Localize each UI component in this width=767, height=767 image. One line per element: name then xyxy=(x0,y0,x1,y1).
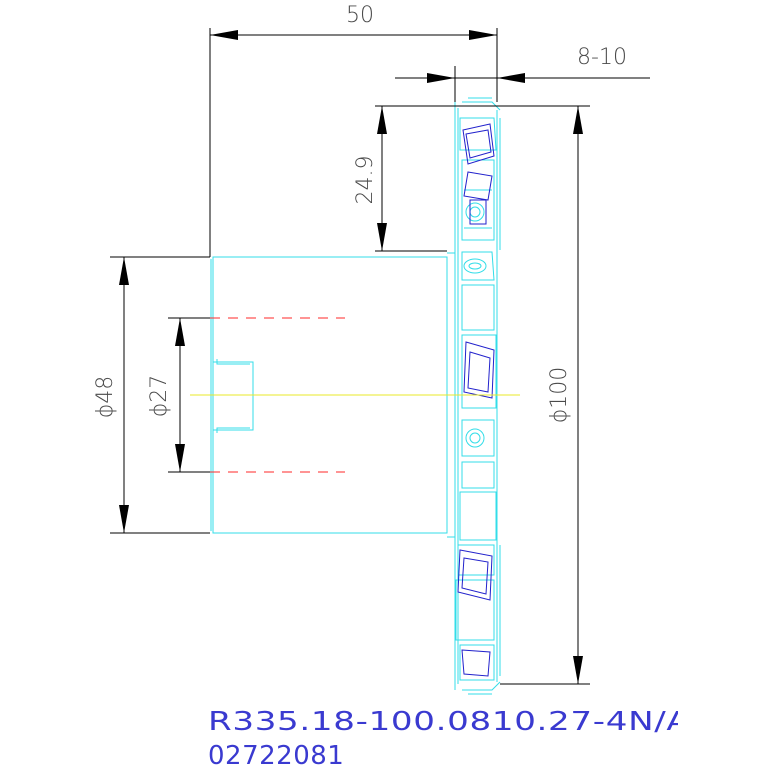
tool-designation: R335.18-100.0810.27-4N/ADJ xyxy=(208,707,728,737)
item-number: 02722081 xyxy=(208,741,344,767)
dimension-label-length: 50 xyxy=(346,3,374,28)
dimension-label-bore: ϕ27 xyxy=(147,375,172,418)
dimension-cutting-width: 8-10 xyxy=(395,45,650,102)
dimension-overall-length: 50 xyxy=(209,3,498,257)
dimension-cutter-diameter: ϕ100 xyxy=(500,106,590,685)
dimension-label-hub: ϕ48 xyxy=(93,376,118,419)
dimension-label-cutter: ϕ100 xyxy=(547,367,572,424)
dimension-label-width: 8-10 xyxy=(577,45,627,70)
dimension-bore-diameter: ϕ27 xyxy=(147,317,210,473)
hidden-lines xyxy=(210,317,345,473)
insert-details xyxy=(457,123,495,677)
dimension-radial-depth: 24.9 xyxy=(353,105,590,252)
dimension-label-depth: 24.9 xyxy=(353,156,378,205)
dimension-hub-diameter: ϕ48 xyxy=(93,256,210,534)
title-block: R335.18-100.0810.27-4N/ADJ 02722081 xyxy=(208,707,728,767)
